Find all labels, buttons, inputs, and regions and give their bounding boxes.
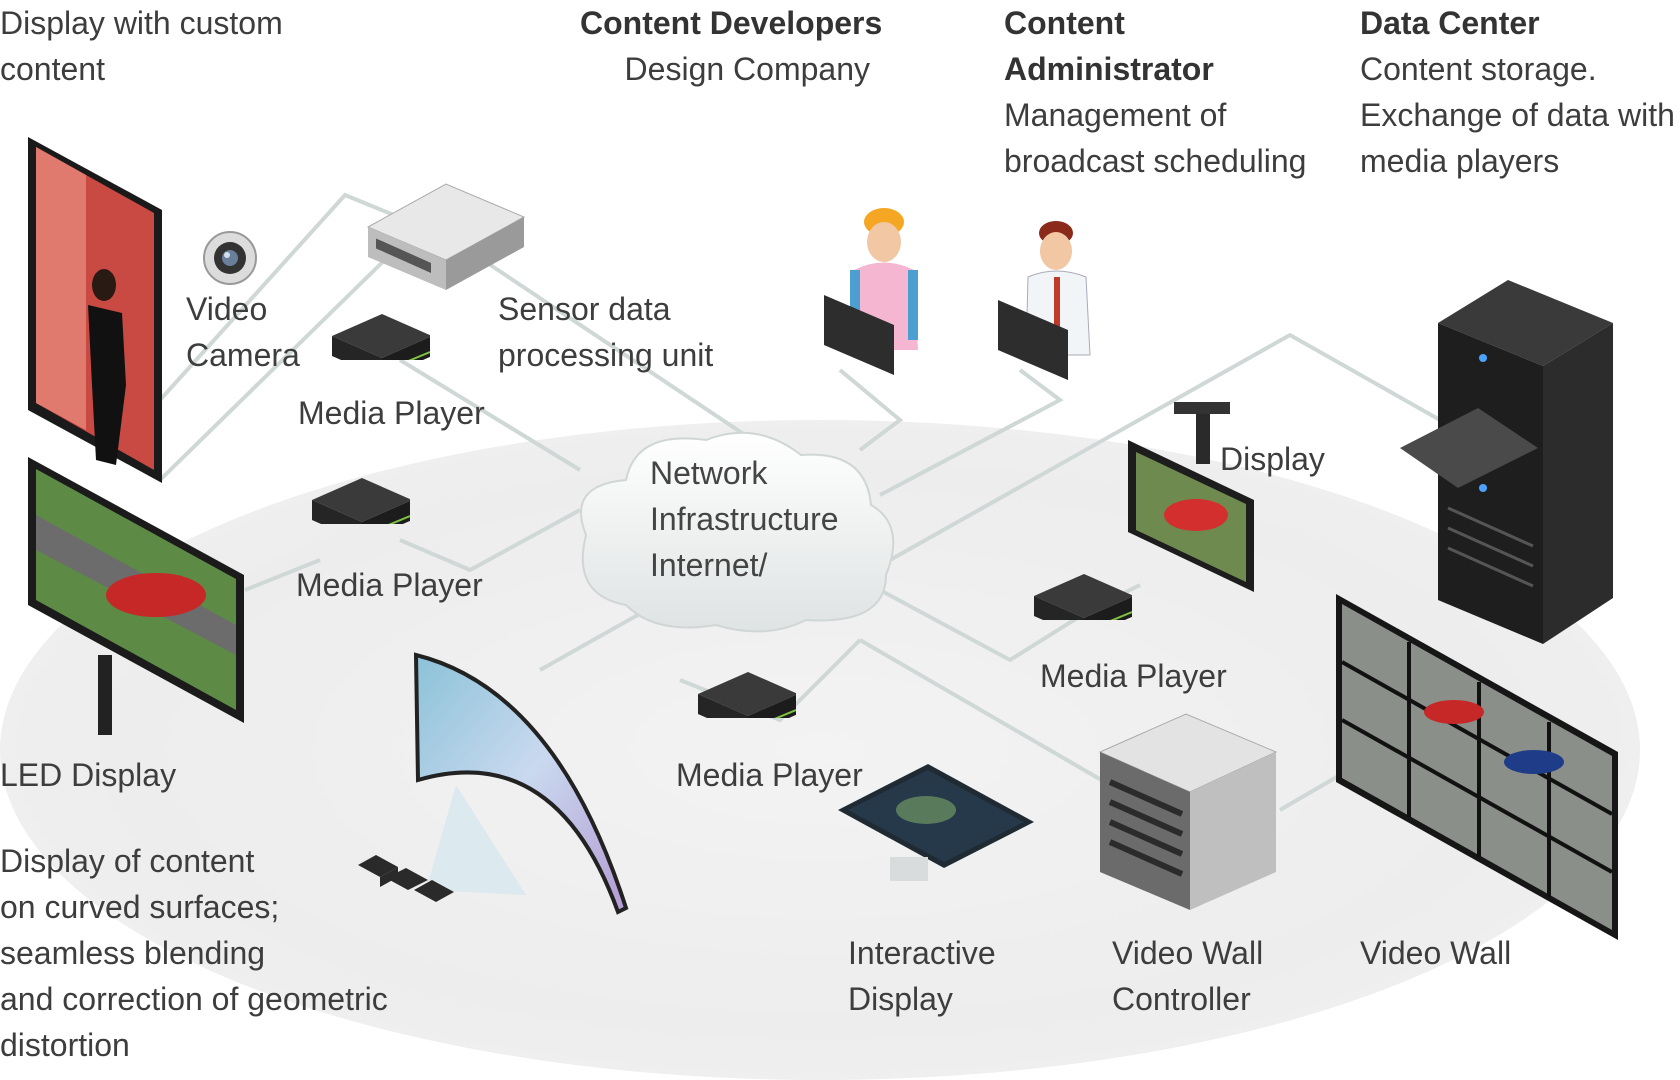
video-wall-controller-label: Video Wall Controller (1112, 935, 1264, 1017)
media-player-box-icon (698, 672, 796, 718)
cloud-icon (580, 431, 895, 633)
content-developers-label: Content Developers Design Company (580, 5, 883, 87)
display-custom-label: Display with custom content (0, 5, 283, 87)
led-display-label: LED Display (0, 757, 177, 793)
person-with-laptop-icon (824, 208, 918, 375)
interactive-table-icon (838, 764, 1034, 881)
media-player-2-label: Media Player (296, 567, 483, 603)
interactive-display-label: Interactive Display (848, 935, 996, 1017)
person-with-laptop-icon (998, 221, 1091, 380)
network-label: Network Infrastructure Internet/ (650, 455, 839, 583)
sensor-unit-label: Sensor data processing unit (498, 291, 714, 373)
video-wall-controller-icon (1098, 713, 1278, 910)
media-player-4-label: Media Player (676, 757, 863, 793)
curved-screen-icon (358, 652, 629, 915)
video-camera-label: Video Camera (186, 291, 300, 373)
data-center-label: Data Center Content storage. Exchange of… (1360, 5, 1675, 179)
media-player-1-label: Media Player (298, 395, 485, 431)
server-rack-icon (1400, 280, 1613, 644)
content-administrator-label: Content Administrator Management of broa… (1004, 5, 1307, 179)
server-unit-icon (366, 183, 526, 290)
media-player-box-icon (332, 314, 430, 360)
media-player-box-icon (1034, 574, 1132, 620)
display-label: Display (1220, 441, 1325, 477)
video-wall-icon (1336, 594, 1618, 940)
led-display-icon (28, 457, 244, 735)
hanging-display-icon (1128, 402, 1254, 592)
portrait-display-icon (28, 137, 162, 483)
media-player-3-label: Media Player (1040, 658, 1227, 694)
media-player-box-icon (312, 478, 410, 524)
video-camera-icon (203, 231, 257, 285)
video-wall-label: Video Wall (1360, 935, 1512, 971)
curved-surface-label: Display of content on curved surfaces; s… (0, 843, 388, 1063)
